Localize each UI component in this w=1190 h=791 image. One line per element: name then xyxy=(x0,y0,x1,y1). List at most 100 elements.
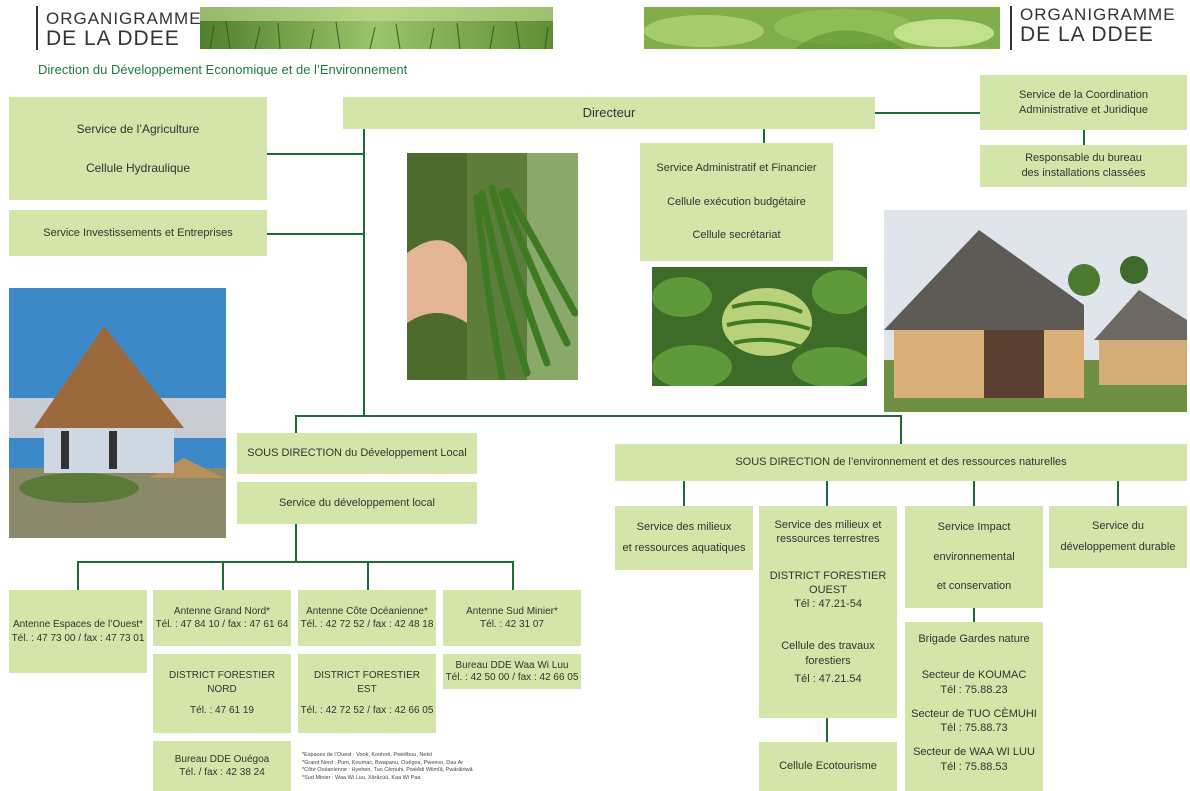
connector xyxy=(367,561,369,591)
secteur-name: Secteur de TUO CÈMUHI xyxy=(911,707,1037,720)
antenne-tel: Tél. : 42 72 52 / fax : 42 48 18 xyxy=(300,619,434,630)
box-antenne-ouest: Antenne Espaces de l’Ouest* Tél. : 47 73… xyxy=(9,590,147,673)
connector xyxy=(826,481,828,506)
connector xyxy=(1117,481,1119,506)
connector xyxy=(683,481,685,506)
box-antenne-sud-minier: Antenne Sud Minier* Tél. : 42 31 07 xyxy=(443,590,581,646)
dev-local-service: Service du développement local xyxy=(279,496,435,509)
header-title-line1-right: ORGANIGRAMME xyxy=(1020,5,1176,24)
district-nord-line2: NORD xyxy=(207,683,237,695)
district-nord-line1: DISTRICT FORESTIER xyxy=(169,670,275,682)
box-milieux-terrestres: Service des milieux et ressources terres… xyxy=(759,506,897,718)
box-service-investissements: Service Investissements et Entreprises xyxy=(9,210,267,256)
ecotourisme-label: Cellule Ecotourisme xyxy=(779,760,877,773)
box-directeur: Directeur xyxy=(343,97,875,129)
connector xyxy=(826,718,828,742)
footnote: *Grand Nord : Pum, Koumac, Bwapanu, Ouég… xyxy=(302,759,464,766)
header-grass-banner-left xyxy=(200,7,553,49)
connector xyxy=(900,415,902,445)
connector xyxy=(1083,130,1085,146)
impact-line2: environnemental xyxy=(933,550,1015,563)
secteur-tel: Tél : 75.88.23 xyxy=(940,683,1008,696)
header-left-divider xyxy=(36,6,38,50)
travaux-label: Cellule des travaux forestiers xyxy=(781,640,875,667)
box-service-dev-local: Service du développement local xyxy=(237,482,477,524)
antenne-tel: Tél. : 47 84 10 / fax : 47 61 64 xyxy=(155,619,289,630)
admin-line1: Service Administratif et Financier xyxy=(656,162,817,175)
antenne-tel: Tél. : 42 31 07 xyxy=(480,619,544,630)
footnote: *Côte Océanienne : Hyehen, Tuo Cèmuhi, P… xyxy=(302,767,473,774)
connector xyxy=(222,561,224,591)
connector xyxy=(512,561,514,591)
bureau-waa-name: Bureau DDE Waa Wi Luu xyxy=(455,659,569,671)
terrestres-line1: Service des milieux et xyxy=(774,519,882,531)
header-title-line1: ORGANIGRAMME xyxy=(46,9,202,28)
secteur-tel: Tél : 75.88.73 xyxy=(940,722,1008,735)
responsable-line2: des installations classées xyxy=(1021,167,1146,179)
box-impact-environnemental: Service Impact environnemental et conser… xyxy=(905,506,1043,608)
connector xyxy=(363,129,365,416)
box-sous-direction-dev-local: SOUS DIRECTION du Développement Local xyxy=(237,433,477,474)
bureau-ouegoa-tel: Tél. / fax : 42 38 24 xyxy=(179,767,265,778)
district-est-tel: Tél. : 42 72 52 / fax : 42 66 05 xyxy=(300,705,434,717)
district-est-line2: EST xyxy=(357,683,377,695)
header-right-divider xyxy=(1010,6,1012,50)
connector xyxy=(295,415,901,417)
aquatiques-line2: et ressources aquatiques xyxy=(622,542,746,554)
durable-line1: Service du xyxy=(1092,520,1144,533)
box-service-agriculture: Service de l’Agriculture Cellule Hydraul… xyxy=(9,97,267,200)
photo-round-hut xyxy=(9,288,226,538)
antenne-name: Antenne Côte Océanienne* xyxy=(306,605,428,617)
bureau-waa-tel: Tél. : 42 50 00 / fax : 42 66 05 xyxy=(445,671,579,683)
box-coordination: Service de la Coordination Administrativ… xyxy=(980,75,1187,130)
district-est-line1: DISTRICT FORESTIER xyxy=(314,670,420,682)
connector xyxy=(295,415,297,433)
connector xyxy=(973,608,975,622)
agriculture-label: Service de l’Agriculture xyxy=(76,121,200,136)
admin-line3: Cellule secrétariat xyxy=(692,228,781,241)
antenne-name: Antenne Espaces de l’Ouest* xyxy=(12,619,144,630)
box-milieux-aquatiques: Service des milieux et ressources aquati… xyxy=(615,506,753,570)
durable-line2: développement durable xyxy=(1060,541,1176,553)
box-cellule-ecotourisme: Cellule Ecotourisme xyxy=(759,742,897,791)
connector xyxy=(295,524,297,561)
header-subtitle: Direction du Développement Economique et… xyxy=(38,62,408,77)
directeur-label: Directeur xyxy=(582,105,636,121)
connector xyxy=(875,112,981,114)
impact-line3: et conservation xyxy=(936,579,1012,592)
dev-local-title: SOUS DIRECTION du Développement Local xyxy=(247,447,467,460)
district-nord-tel: Tél. : 47 61 19 xyxy=(190,705,254,717)
box-district-est: DISTRICT FORESTIER EST Tél. : 42 72 52 /… xyxy=(298,654,436,733)
box-antenne-grand-nord: Antenne Grand Nord* Tél. : 47 84 10 / fa… xyxy=(153,590,291,646)
connector xyxy=(973,481,975,506)
investissements-label: Service Investissements et Entreprises xyxy=(43,226,233,239)
box-sous-direction-environnement: SOUS DIRECTION de l’environnement et des… xyxy=(615,444,1187,481)
responsable-line1: Responsable du bureau xyxy=(1025,152,1142,165)
box-district-nord: DISTRICT FORESTIER NORD Tél. : 47 61 19 xyxy=(153,654,291,733)
footnote: *Espaces de l’Ouest : Vook, Koohnê, Pwëê… xyxy=(302,752,433,758)
connector xyxy=(267,233,363,235)
photo-vanilla xyxy=(407,153,578,380)
connector xyxy=(77,561,79,591)
header-right-title: ORGANIGRAMME DE LA DDEE xyxy=(1020,6,1176,46)
antenne-name: Antenne Sud Minier* xyxy=(466,605,558,617)
connector xyxy=(77,561,514,563)
terrestres-line2: ressources terrestres xyxy=(776,533,880,546)
footnote: *Sud Minier : Waa Wi Luu, Xârâcùù, Kaa W… xyxy=(302,775,421,782)
box-antenne-cote-oceanienne: Antenne Côte Océanienne* Tél. : 42 72 52… xyxy=(298,590,436,646)
box-service-administratif: Service Administratif et Financier Cellu… xyxy=(640,143,833,261)
secteur-tel: Tél : 75.88.53 xyxy=(940,760,1008,773)
district-ouest-line2: OUEST xyxy=(809,583,847,596)
brigade-label: Brigade Gardes nature xyxy=(918,633,1030,645)
antenne-tel: Tél. : 47 73 00 / fax : 47 73 01 xyxy=(11,632,145,644)
antenne-name: Antenne Grand Nord* xyxy=(173,605,271,617)
secteur-name: Secteur de KOUMAC xyxy=(921,669,1027,682)
box-responsable-bureau: Responsable du bureau des installations … xyxy=(980,145,1187,187)
connector xyxy=(267,153,363,155)
bureau-ouegoa-name: Bureau DDE Ouégoa xyxy=(174,753,270,765)
secteur-name: Secteur de WAA WI LUU xyxy=(913,746,1035,759)
travaux-tel: Tél : 47.21.54 xyxy=(794,673,862,686)
hydraulique-label: Cellule Hydraulique xyxy=(85,161,191,176)
coordination-line2: Administrative et Juridique xyxy=(1018,103,1148,116)
aquatiques-line1: Service des milieux xyxy=(636,521,732,534)
